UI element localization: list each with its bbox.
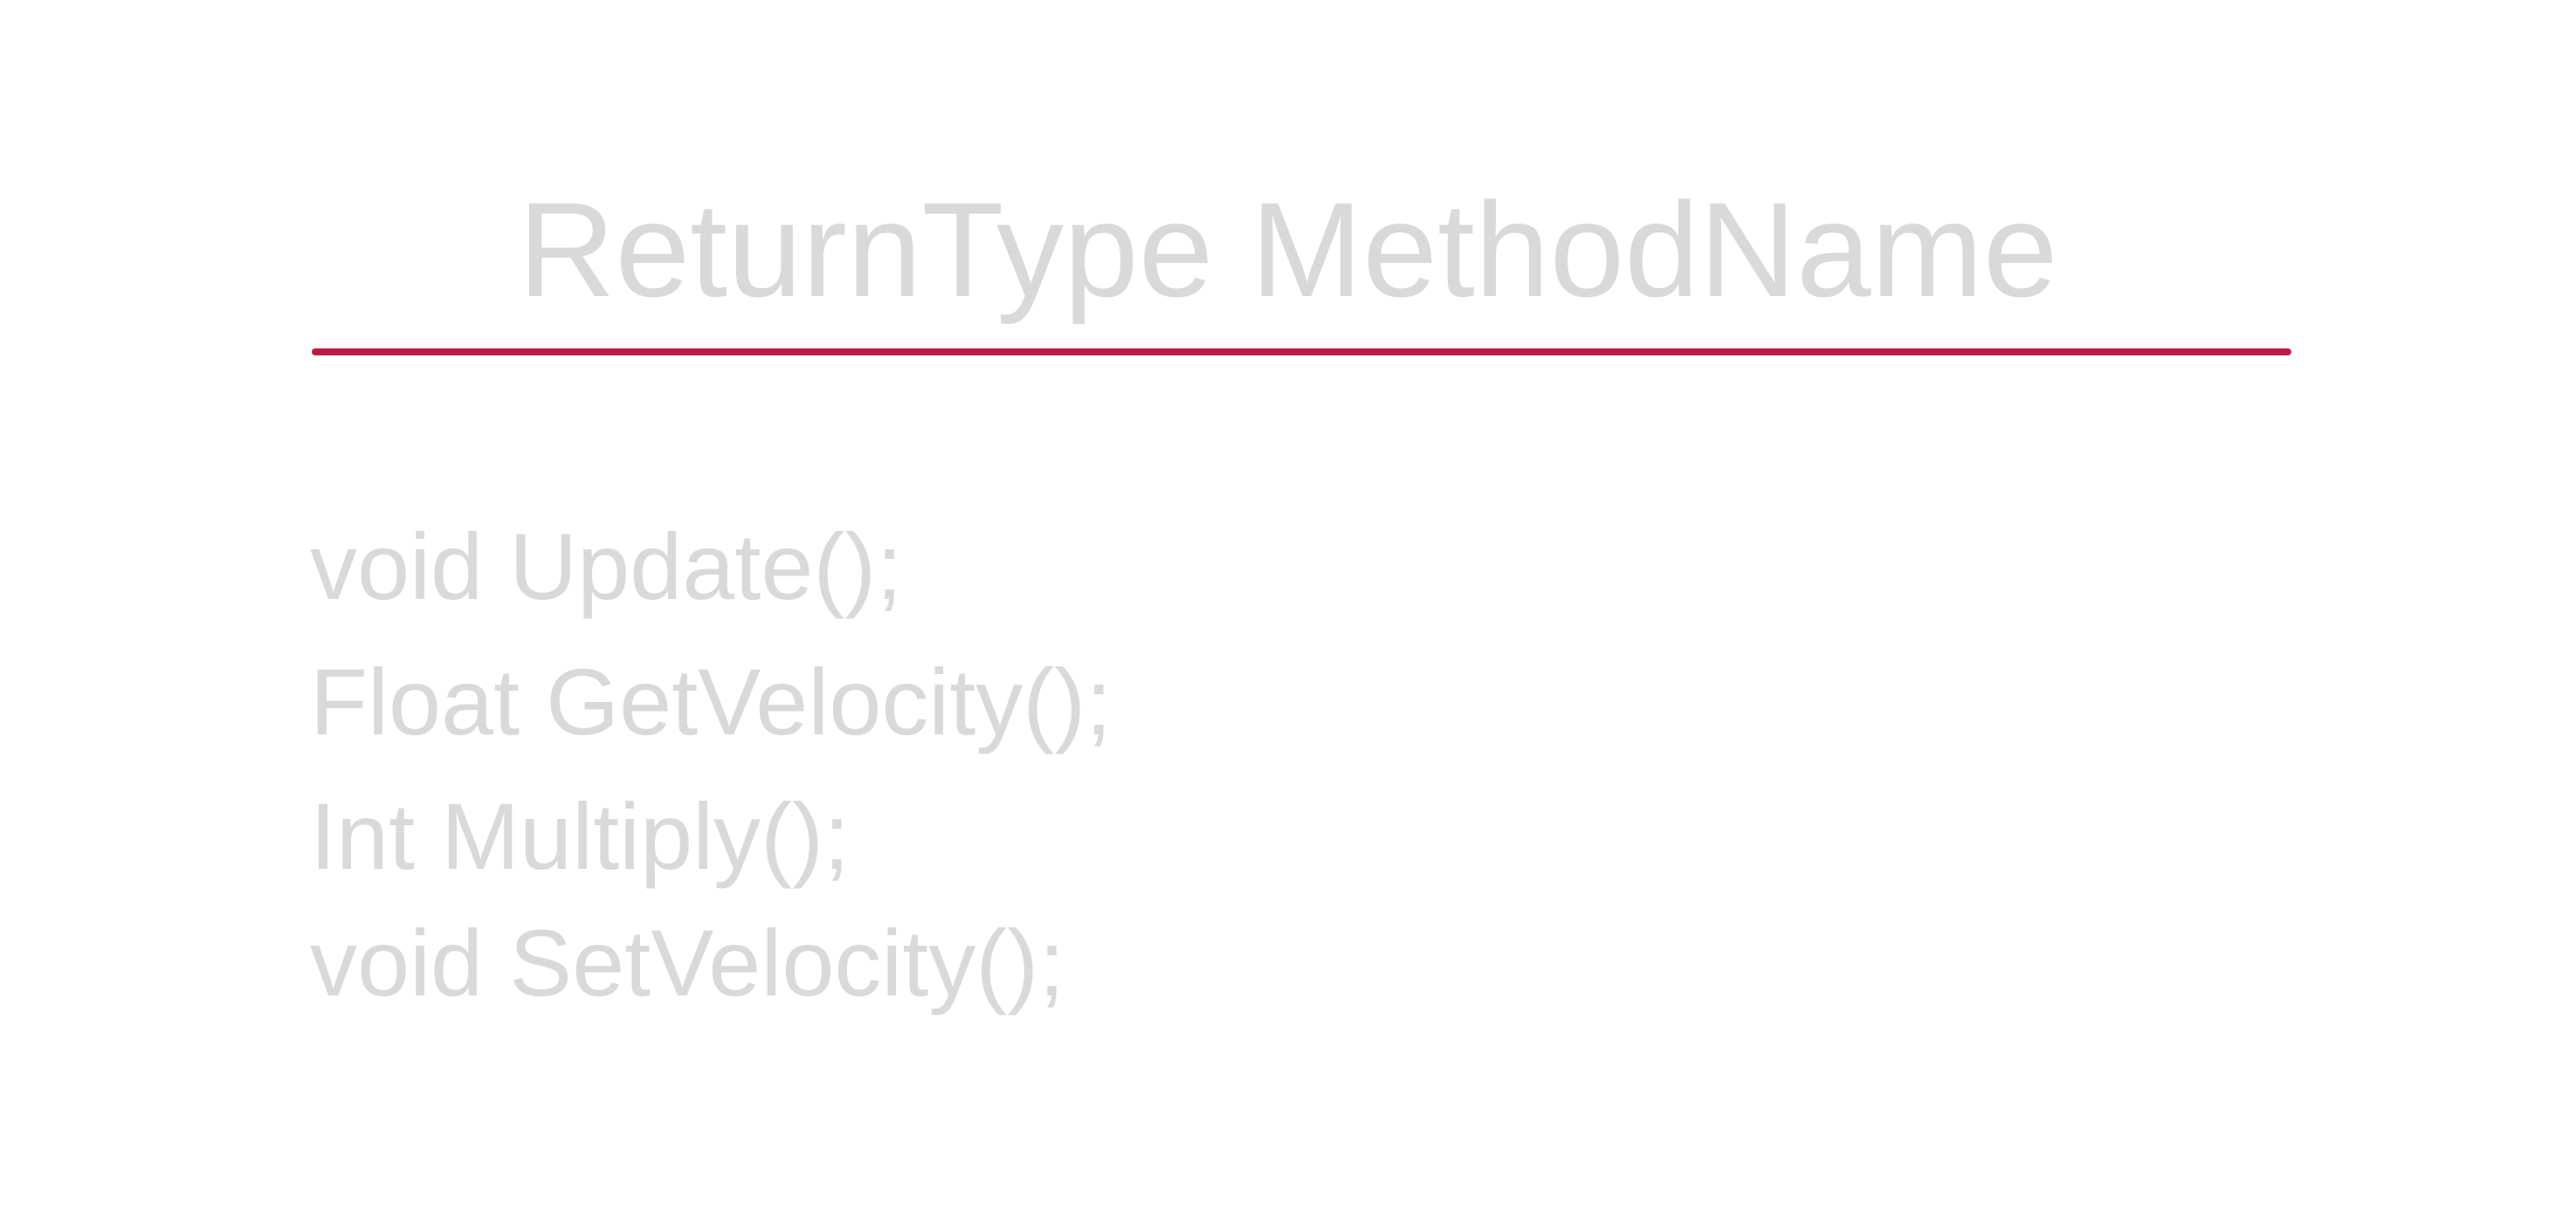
slide-title: ReturnType MethodName <box>518 175 2058 325</box>
method-line-multiply: Int Multiply(); <box>310 783 851 889</box>
method-line-set-velocity: void SetVelocity(); <box>310 910 1065 1016</box>
title-underline <box>312 348 2291 355</box>
method-line-update: void Update(); <box>310 513 903 619</box>
method-line-get-velocity: Float GetVelocity(); <box>310 649 1112 754</box>
